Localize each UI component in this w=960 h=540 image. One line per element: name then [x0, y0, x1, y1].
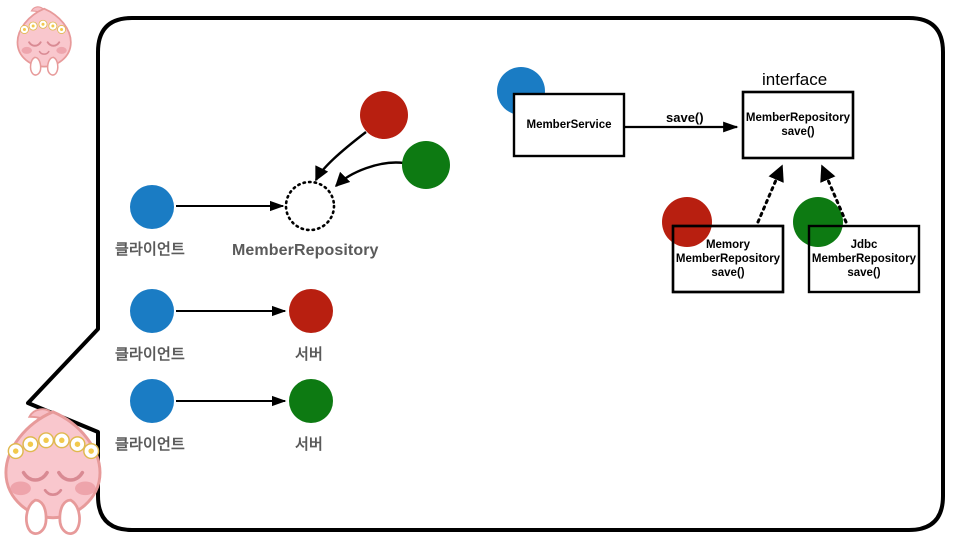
server-node-green — [289, 379, 333, 423]
peach-character-top — [16, 6, 72, 76]
client-node-2 — [130, 289, 174, 333]
memory-box-outline — [671, 224, 785, 294]
server-node-red — [289, 289, 333, 333]
arrow-jdbc-implements — [820, 164, 848, 224]
member-repository-interface-box — [741, 90, 855, 160]
label-server-1: 서버 — [295, 346, 324, 363]
label-member-repository: MemberRepository — [232, 242, 379, 259]
arrow-jdbc-to-repo — [334, 161, 405, 188]
save-call-label: save() — [666, 110, 704, 125]
flower-crown — [19, 19, 67, 34]
jdbc-member-repository-box — [807, 224, 921, 294]
arrow-memory-implements — [756, 164, 784, 224]
label-client-1: 클라이언트 — [115, 241, 186, 258]
client-node-3 — [130, 379, 174, 423]
jdbc-repository-dot — [793, 197, 843, 247]
peach-character-bottom — [4, 408, 102, 535]
arrow-memory-to-repo — [314, 131, 367, 182]
label-client-2: 클라이언트 — [115, 346, 186, 363]
memory-repository-dot — [662, 197, 712, 247]
client-node-1 — [130, 185, 174, 229]
member-repository-placeholder — [284, 180, 336, 232]
memory-impl-node — [360, 91, 408, 139]
label-server-2: 서버 — [295, 436, 324, 453]
interface-caption: interface — [762, 70, 828, 89]
flower-crown — [7, 432, 100, 460]
right-diagram — [497, 67, 921, 294]
left-diagram — [130, 91, 450, 423]
jdbc-impl-node — [402, 141, 450, 189]
label-client-3: 클라이언트 — [115, 436, 186, 453]
member-service-box — [512, 92, 626, 158]
